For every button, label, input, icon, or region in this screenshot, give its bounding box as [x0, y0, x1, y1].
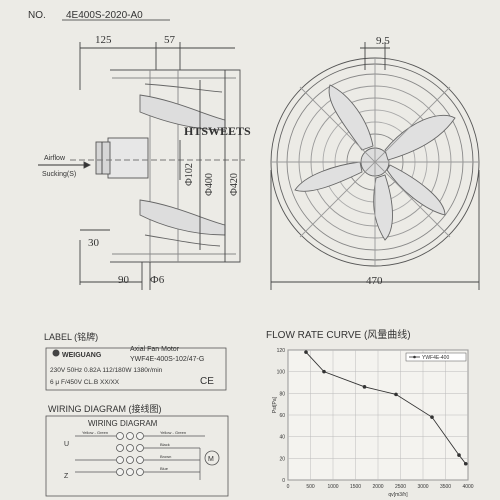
chart-data-point	[463, 461, 468, 466]
chart-xtick-label: 1000	[327, 484, 338, 490]
wire-label-5: Blue	[160, 466, 169, 471]
nameplate-box	[45, 347, 227, 391]
spec-line-2: 6 μ F/450V CL.B XX/XX	[50, 379, 120, 386]
wire-label-2: Yellow - Green	[160, 430, 186, 435]
header-model-no: 4E400S-2020-A0	[66, 10, 143, 21]
side-label-u: U	[64, 441, 69, 448]
wiring-terminals	[116, 432, 144, 476]
label-section-title: LABEL (铭牌)	[44, 331, 98, 342]
wiring-section-title: WIRING DIAGRAM (接线图)	[48, 403, 162, 414]
wire-label-3: Black	[160, 442, 170, 447]
watermark: HTSWEETS	[184, 124, 251, 138]
chart-xtick-label: 3500	[440, 484, 451, 490]
airflow-label: Airflow	[44, 155, 66, 162]
chart-xtick-label: 0	[287, 484, 290, 490]
chart-legend-label: YWF4E-400	[422, 355, 449, 361]
wiring-box	[45, 415, 229, 497]
dim-57: 57	[164, 34, 176, 46]
chart-xlabel: qv[m3/h]	[388, 492, 408, 498]
ce-mark: CE	[200, 376, 214, 387]
wire-label-1: Yellow - Green	[82, 430, 108, 435]
motor-label: M	[208, 456, 214, 463]
chart-data-point	[394, 392, 398, 397]
chart-xtick-label: 3000	[417, 484, 428, 490]
chart-data-point	[430, 415, 434, 419]
sucking-label: Sucking(S)	[42, 171, 76, 178]
chart-legend-marker	[413, 355, 416, 359]
brand-name: WEIGUANG	[62, 352, 102, 359]
chart-xtick-label: 1500	[350, 484, 361, 490]
wiring-box-title: WIRING DIAGRAM	[88, 419, 158, 428]
side-label-z: Z	[64, 473, 69, 480]
chart-ytick-label: 40	[279, 435, 285, 441]
chart-data-point	[457, 453, 461, 457]
dim-125: 125	[95, 34, 112, 46]
dim-9-5: 9.5	[376, 35, 390, 47]
chart-xtick-label: 2000	[372, 484, 383, 490]
brand-logo-icon	[52, 349, 60, 357]
wiring-lines	[75, 435, 205, 480]
chart-data-point	[322, 369, 326, 374]
flow-rate-chart: 0 500 1000 1500 2000 2500 3000 3500 4000 0 20 40 60 8…	[272, 348, 474, 498]
front-view-drawing	[270, 42, 480, 290]
chart-section-title: FLOW RATE CURVE (风量曲线)	[266, 328, 411, 341]
product-name: Axial Fan Motor	[130, 346, 180, 353]
chart-xtick-label: 4000	[462, 484, 473, 490]
dim-d6: Ф6	[150, 274, 165, 286]
spec-line-1: 230V 50Hz 0.82A 112/180W 1380r/min	[50, 367, 163, 374]
chart-data-point	[304, 350, 308, 354]
chart-ytick-label: 60	[279, 413, 285, 419]
chart-xtick-label: 2500	[395, 484, 406, 490]
product-model: YWF4E-400S-102/47-G	[130, 356, 204, 363]
chart-legend-box	[405, 352, 467, 362]
dim-90: 90	[118, 274, 130, 286]
chart-ytick-label: 100	[277, 370, 286, 376]
dim-30: 30	[88, 237, 100, 249]
chart-data-point	[362, 385, 367, 389]
chart-ytick-label: 0	[282, 478, 285, 484]
chart-ytick-label: 20	[279, 456, 285, 462]
motor-symbol-icon	[204, 450, 220, 466]
chart-ytick-label: 80	[279, 391, 285, 397]
wire-label-4: Brown	[160, 454, 171, 459]
side-view-drawing	[38, 42, 245, 290]
dim-470: 470	[366, 275, 383, 287]
header-no-label: NO.	[28, 10, 46, 21]
dim-d400: Ф400	[204, 173, 215, 196]
chart-ytick-label: 120	[277, 348, 286, 354]
chart-xtick-label: 500	[306, 484, 315, 490]
chart-ylabel: Pst[Pa]	[272, 396, 278, 413]
dim-d102: Ф102	[184, 163, 195, 186]
dim-d420: Ф420	[229, 173, 240, 196]
